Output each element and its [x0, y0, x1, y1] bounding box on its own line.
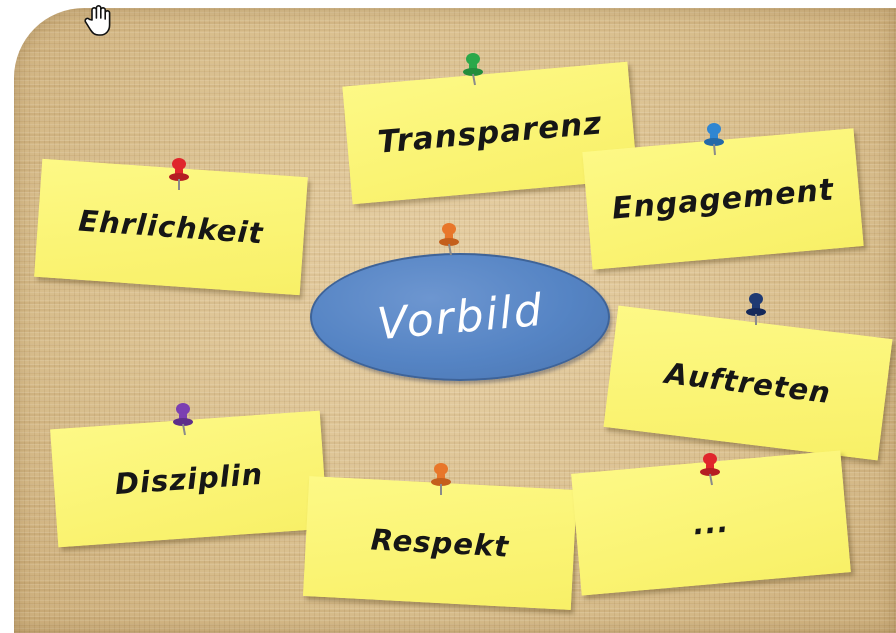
hand-cursor-icon	[84, 5, 111, 36]
pushpin-red-icon	[169, 158, 189, 190]
note-label: ...	[691, 504, 731, 542]
pushpin-purple-icon	[173, 403, 193, 436]
note-label: Engagement	[610, 171, 836, 227]
center-topic-label: Vorbild	[374, 284, 546, 350]
pushpin-orange-icon	[439, 223, 459, 256]
note-label: Disziplin	[113, 456, 265, 502]
note-label: Transparenz	[376, 105, 604, 161]
note-respekt: Respekt	[303, 476, 577, 610]
note-label: Ehrlichkeit	[77, 203, 265, 251]
pushpin-green-icon	[463, 53, 483, 86]
note-label: Respekt	[370, 522, 510, 564]
pushpin-blue-icon	[704, 123, 724, 156]
pushpin-orange-icon	[431, 463, 451, 495]
center-topic-ellipse: Vorbild	[310, 253, 610, 381]
pushpin-navy-icon	[746, 293, 766, 325]
note-label: Auftreten	[663, 355, 833, 411]
pushpin-red-icon	[700, 453, 720, 486]
